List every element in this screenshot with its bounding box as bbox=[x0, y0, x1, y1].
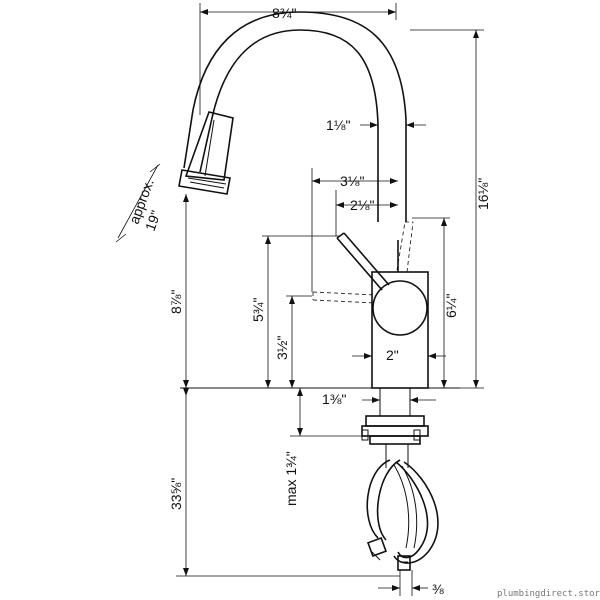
label-body-width: 2" bbox=[386, 347, 399, 363]
dim-hose-dia bbox=[378, 570, 428, 596]
dim-lever-height bbox=[286, 295, 312, 388]
dim-overall-height bbox=[410, 29, 484, 389]
spray-head bbox=[178, 111, 234, 195]
dim-reach-b bbox=[335, 190, 398, 236]
dim-shank-width bbox=[362, 397, 436, 403]
hose-fittings bbox=[367, 537, 411, 571]
lever-dashed-position bbox=[312, 291, 377, 304]
dim-approx bbox=[115, 163, 161, 243]
dim-handle-height bbox=[262, 235, 340, 388]
dim-hose-length bbox=[176, 388, 400, 577]
label-lever-height: 3½" bbox=[274, 336, 290, 360]
dim-reach-a bbox=[311, 168, 398, 292]
dim-body-width bbox=[352, 353, 446, 359]
dim-spray-height bbox=[183, 194, 189, 388]
dim-max-deck bbox=[290, 388, 364, 437]
watermark: plumbingdirect.store bbox=[497, 589, 600, 599]
dim-spout-dia bbox=[360, 122, 426, 128]
label-max-deck: max 1¾" bbox=[283, 451, 299, 506]
label-hose-length: 33⅝" bbox=[168, 478, 184, 510]
label-hose-dia: ⅜ bbox=[432, 581, 444, 597]
label-spray-height: 8⅞" bbox=[168, 290, 184, 314]
spout bbox=[183, 11, 407, 222]
supply-hoses bbox=[366, 459, 439, 564]
label-reach-b: 2⅛" bbox=[350, 197, 374, 213]
label-spout-dia: 1⅛" bbox=[326, 117, 350, 133]
label-handle-height: 5¾" bbox=[250, 298, 266, 322]
faucet-body bbox=[371, 240, 429, 389]
label-reach-a: 3⅛" bbox=[340, 173, 364, 189]
dim-body-height bbox=[412, 217, 450, 388]
label-shank-width: 1⅜" bbox=[322, 391, 346, 407]
dim-top-width bbox=[199, 3, 397, 115]
upright-dashed-position bbox=[396, 221, 414, 273]
lever-handle bbox=[336, 232, 390, 291]
label-body-height: 6¼" bbox=[443, 294, 459, 318]
mounting-hardware bbox=[361, 387, 429, 468]
label-overall-height: 16⅛" bbox=[475, 178, 491, 210]
label-approx-value: 19" bbox=[142, 208, 164, 233]
label-top-width: 8¾" bbox=[272, 5, 296, 21]
